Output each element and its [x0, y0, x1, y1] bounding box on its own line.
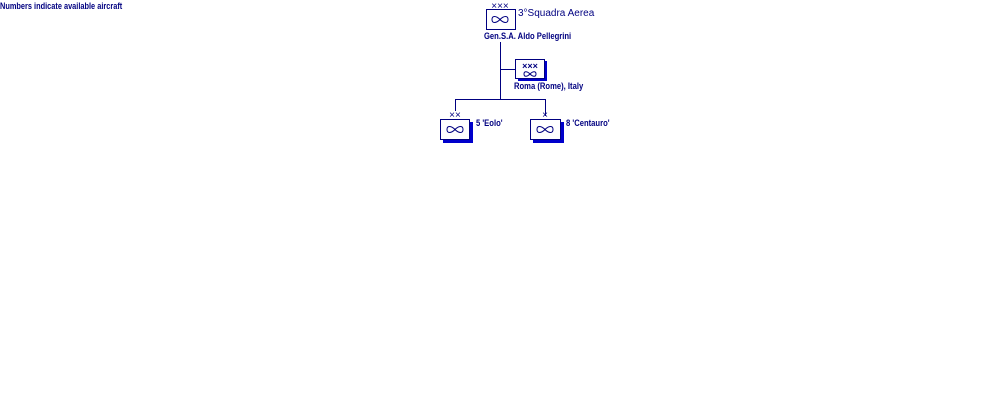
unit-eolo-label: 5 'Eolo': [476, 117, 503, 128]
unit-eolo-echelon-marker: ××: [449, 110, 461, 121]
hq-echelon-marker: ×××: [491, 1, 509, 12]
hq-node[interactable]: ××× 3°Squadra Aerea Gen.S.A. Aldo Pelleg…: [484, 1, 595, 41]
unit-centauro-label: 8 'Centauro': [566, 117, 610, 128]
hq-unit-box: [486, 9, 516, 30]
hq-commander-label: Gen.S.A. Aldo Pellegrini: [484, 30, 571, 41]
base-node[interactable]: ××× Roma (Rome), Italy: [514, 59, 584, 92]
base-unit-box: [515, 59, 545, 79]
base-location-label: Roma (Rome), Italy: [514, 80, 584, 91]
legend-note: Numbers indicate available aircraft: [0, 1, 123, 11]
unit-node-eolo[interactable]: ×× 5 'Eolo': [440, 110, 503, 143]
hq-name-label: 3°Squadra Aerea: [518, 8, 595, 19]
wing-icon: [536, 126, 554, 133]
wing-icon: [446, 126, 464, 133]
unit-centauro-echelon-marker: ×: [542, 110, 548, 121]
wing-icon: [523, 71, 537, 77]
unit-node-centauro[interactable]: × 8 'Centauro': [530, 110, 610, 143]
connector-lines: [455, 42, 546, 116]
base-echelon-marker: ×××: [522, 61, 538, 71]
wing-icon: [491, 16, 509, 23]
